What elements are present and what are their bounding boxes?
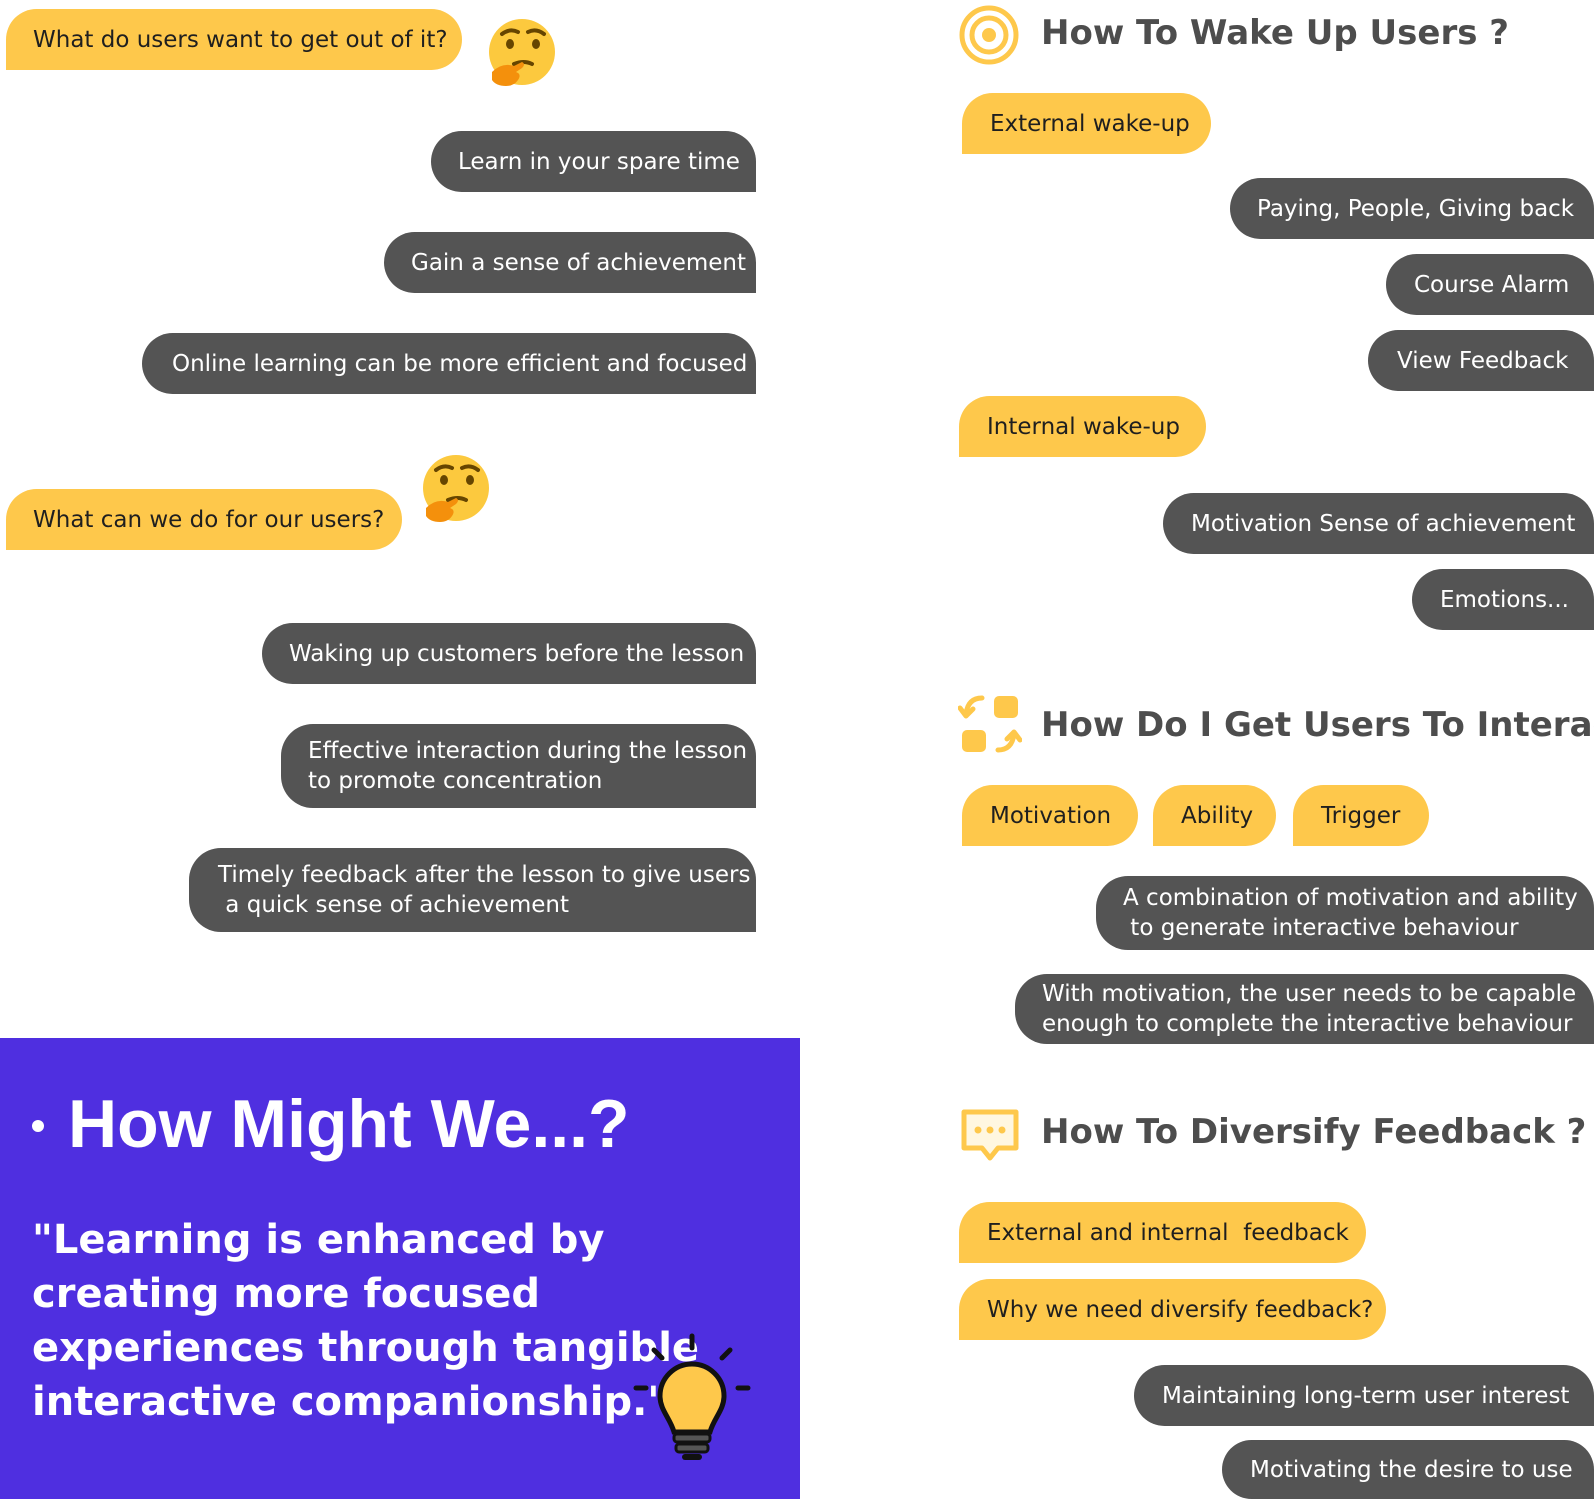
wake-item-2: Course Alarm: [1386, 254, 1594, 315]
wake-item-5: Emotions...: [1412, 569, 1594, 630]
wake-item-1: Paying, People, Giving back: [1230, 178, 1594, 239]
tag-ability: Ability: [1153, 785, 1276, 846]
answer-bubble-4: Waking up customers before the lesson: [262, 623, 756, 684]
feedback-heading: How To Diversify Feedback ?: [1041, 1112, 1587, 1152]
answer-bubble-6: Timely feedback after the lesson to give…: [189, 848, 756, 932]
wake-item-3: View Feedback: [1368, 330, 1594, 391]
question-bubble-1: What do users want to get out of it?: [6, 9, 462, 70]
external-wake-up-tag: External wake-up: [962, 93, 1211, 154]
interact-item-1: A combination of motivation and ability …: [1096, 876, 1594, 950]
interact-item-2: With motivation, the user needs to be ca…: [1015, 974, 1594, 1044]
tag-motivation: Motivation: [962, 785, 1138, 846]
feedback-item-2: Motivating the desire to use: [1222, 1440, 1594, 1499]
answer-bubble-1: Learn in your spare time: [431, 131, 756, 192]
feedback-tag-1: External and internal feedback: [959, 1202, 1366, 1263]
hmw-quote: "Learning is enhanced by creating more f…: [32, 1217, 700, 1425]
feedback-item-1: Maintaining long-term user interest: [1134, 1365, 1594, 1426]
interact-heading: How Do I Get Users To Interact?: [1041, 705, 1594, 745]
wake-item-4: Motivation Sense of achievement: [1163, 493, 1594, 554]
interaction-icon: [958, 695, 1022, 753]
feedback-tag-2: Why we need diversify feedback?: [959, 1279, 1386, 1340]
thinking-face-icon: [489, 19, 555, 86]
hmw-title: How Might We...?: [68, 1086, 630, 1162]
tag-trigger: Trigger: [1293, 785, 1429, 846]
thinking-face-icon: [423, 455, 489, 522]
target-icon: [959, 5, 1019, 65]
internal-wake-up-tag: Internal wake-up: [959, 396, 1206, 457]
chat-bubble-icon: [961, 1109, 1019, 1161]
bullet-dot: [32, 1120, 44, 1132]
lightbulb-icon: [633, 1333, 751, 1460]
answer-bubble-2: Gain a sense of achievement: [384, 232, 756, 293]
answer-bubble-3: Online learning can be more efficient an…: [142, 333, 756, 394]
wake-up-heading: How To Wake Up Users ?: [1041, 13, 1510, 53]
question-bubble-2: What can we do for our users?: [6, 489, 402, 550]
how-might-we-panel: How Might We...? "Learning is enhanced b…: [0, 1038, 800, 1499]
answer-bubble-5: Effective interaction during the lesson …: [281, 724, 756, 808]
